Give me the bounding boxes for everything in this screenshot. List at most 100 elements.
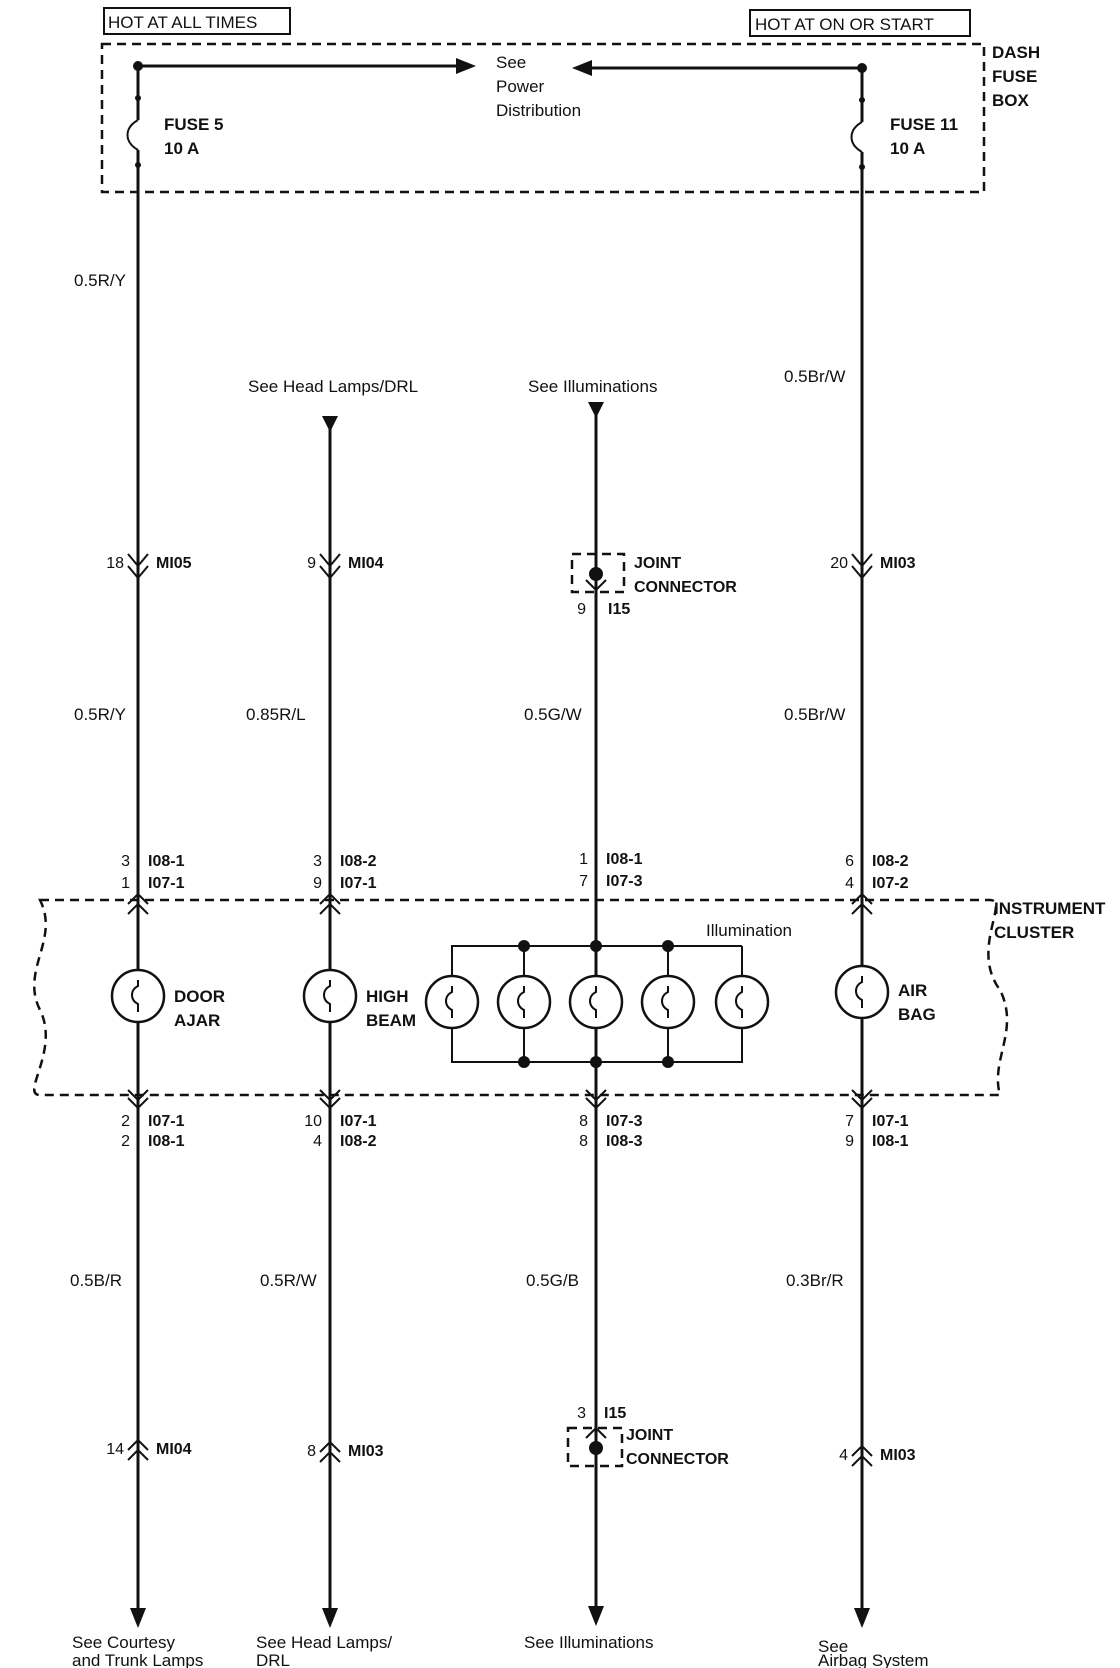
connector-name: I08-1 [148, 1133, 185, 1150]
power-dist-label-3: Distribution [496, 101, 581, 120]
connector-pin: 8 [579, 1133, 588, 1150]
wire-label: 0.5R/Y [74, 705, 126, 724]
bulb-filament-icon [517, 986, 525, 1018]
bulb-filament-icon [589, 986, 597, 1018]
connector-name: I15 [604, 1405, 626, 1422]
wire-label: 0.5Br/W [784, 705, 845, 724]
connector-name: I07-2 [872, 875, 909, 892]
dash-fuse-box-label-3: BOX [992, 91, 1030, 110]
fuse-11-rating: 10 A [890, 139, 925, 158]
fuse-5-icon [126, 119, 139, 151]
arrow-down-icon [588, 1606, 604, 1626]
hot-all-times-box [103, 7, 291, 35]
illumination-bus-top [451, 945, 669, 976]
connector-name: I08-1 [148, 853, 185, 870]
illumination-bulb-icon [568, 974, 624, 1030]
wire-label: 0.5G/B [526, 1271, 579, 1290]
connector-name: I15 [608, 601, 630, 618]
splice-dot [662, 1056, 674, 1068]
arrow-down-icon [854, 1608, 870, 1628]
connector-pin: 9 [577, 601, 586, 618]
connector-chevron-icon [127, 1089, 149, 1110]
connector-name: I08-3 [606, 1133, 643, 1150]
connector-pin: 8 [307, 1443, 316, 1460]
connector-pin: 10 [304, 1113, 322, 1130]
bulb-filament-icon [131, 980, 139, 1012]
connector-name: I07-1 [340, 875, 377, 892]
splice-dot [518, 940, 530, 952]
splice-dot [590, 940, 602, 952]
connector-chevron-icon [319, 1089, 341, 1110]
door-ajar-label-1: DOOR [174, 987, 225, 1006]
dash-fuse-box-label-2: FUSE [992, 67, 1037, 86]
splice-dot [518, 1056, 530, 1068]
connector-pin: 7 [579, 873, 588, 890]
connector-chevron-icon [127, 553, 149, 580]
connector-name: I08-1 [872, 1133, 909, 1150]
connector-name: I08-2 [872, 853, 909, 870]
connector-pin: 9 [313, 875, 322, 892]
wire-label: 0.85R/L [246, 705, 306, 724]
bulb-filament-icon [323, 980, 331, 1012]
connector-chevron-icon [585, 1089, 607, 1110]
wire-label: 0.5Br/W [784, 367, 845, 386]
connector-name: MI04 [348, 555, 384, 572]
splice-dot [589, 1441, 603, 1455]
fuse-terminal [859, 97, 865, 103]
door-ajar-lamp-icon [110, 968, 166, 1024]
hot-on-start-box [749, 9, 971, 37]
high-beam-lamp-icon [302, 968, 358, 1024]
connector-name: MI04 [156, 1441, 192, 1458]
ref-airbag-system-2: Airbag System [818, 1651, 929, 1668]
hot-on-start-label: HOT AT ON OR START [755, 15, 934, 34]
illumination-bulb-icon [714, 974, 770, 1030]
connector-pin: 2 [121, 1133, 130, 1150]
connector-name: I08-1 [606, 851, 643, 868]
illumination-bulb-icon [640, 974, 696, 1030]
joint-connector-label-1: JOINT [626, 1427, 673, 1444]
splice-dot [590, 1056, 602, 1068]
connector-name: I07-1 [148, 1113, 185, 1130]
connector-pin: 3 [313, 853, 322, 870]
ref-courtesy-lamps-2: and Trunk Lamps [72, 1651, 203, 1668]
connector-pin: 3 [577, 1405, 586, 1422]
arrow-down-icon [322, 416, 338, 432]
connector-pin: 7 [845, 1113, 854, 1130]
arrow-right-icon [456, 58, 476, 74]
connector-pin: 9 [845, 1133, 854, 1150]
connector-pin: 14 [106, 1441, 124, 1458]
ref-airbag-system-1: See [818, 1637, 848, 1656]
connector-name: I07-1 [872, 1113, 909, 1130]
connector-chevron-icon [851, 1444, 873, 1467]
wire-label: 0.5R/Y [74, 271, 126, 290]
fuse-5-name: FUSE 5 [164, 115, 224, 134]
connector-pin: 6 [845, 853, 854, 870]
connector-chevron-icon [319, 1440, 341, 1463]
connector-name: I07-1 [148, 875, 185, 892]
instrument-cluster-outline [33, 898, 1009, 1097]
connector-chevron-icon [319, 892, 341, 915]
fuse-terminal [135, 95, 141, 101]
illumination-label: Illumination [706, 921, 792, 940]
joint-connector-lower [566, 1426, 624, 1468]
dash-fuse-box-label-1: DASH [992, 43, 1040, 62]
arrow-down-icon [322, 1608, 338, 1628]
bulb-filament-icon [855, 976, 863, 1008]
connector-name: I07-3 [606, 873, 643, 890]
connector-pin: 1 [121, 875, 130, 892]
ref-courtesy-lamps-1: See Courtesy [72, 1633, 175, 1652]
ref-illuminations-bottom: See Illuminations [524, 1633, 653, 1652]
connector-chevron-icon [585, 1426, 607, 1439]
splice-dot [589, 567, 603, 581]
connector-name: I07-3 [606, 1113, 643, 1130]
connector-pin: 20 [830, 555, 848, 572]
connector-chevron-icon [585, 579, 607, 592]
connector-pin: 2 [121, 1113, 130, 1130]
connector-name: MI05 [156, 555, 192, 572]
joint-connector-label-2: CONNECTOR [634, 579, 737, 596]
connector-pin: 1 [579, 851, 588, 868]
splice-dot [662, 940, 674, 952]
power-dist-label-1: See [496, 53, 526, 72]
wire-label: 0.5R/W [260, 1271, 317, 1290]
arrow-down-icon [130, 1608, 146, 1628]
